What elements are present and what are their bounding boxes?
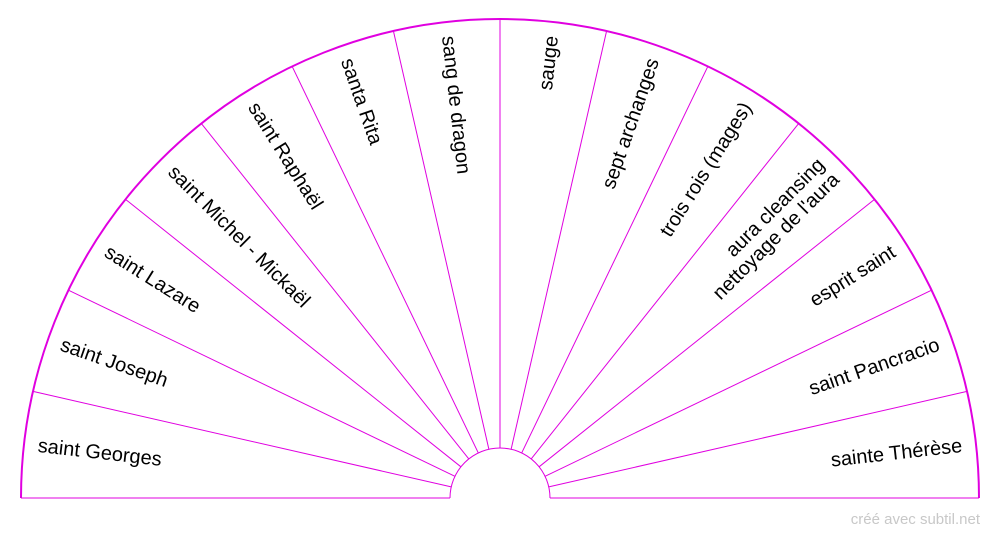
segment-label: santa Rita bbox=[336, 55, 387, 148]
segment-divider bbox=[544, 289, 932, 477]
segment: santa Rita bbox=[336, 55, 387, 148]
segment-divider bbox=[200, 123, 470, 460]
segment-divider bbox=[538, 198, 875, 468]
segment-label: saint Raphaël bbox=[243, 98, 327, 213]
segment-label: sept archanges bbox=[598, 55, 664, 191]
segment-label: trois rois (mages) bbox=[656, 98, 757, 241]
segment-divider bbox=[125, 198, 462, 468]
segment-label: sauge bbox=[535, 35, 563, 92]
chart-frame bbox=[20, 18, 980, 499]
segment-label: sang de dragon bbox=[437, 35, 474, 176]
segment: saint Lazare bbox=[100, 241, 204, 318]
segment: saint Joseph bbox=[57, 334, 170, 392]
segment-label: saint Georges bbox=[37, 435, 163, 471]
credit-text: créé avec subtil.net bbox=[850, 511, 980, 528]
segment-divider bbox=[548, 390, 968, 488]
segment: saint Georges bbox=[37, 435, 163, 471]
segment-divider bbox=[32, 390, 452, 488]
segment: saint Pancracio bbox=[806, 334, 942, 400]
inner-arc bbox=[449, 447, 551, 499]
segment-divider bbox=[291, 66, 479, 454]
segment: sauge bbox=[535, 35, 563, 92]
segment-divider bbox=[510, 30, 608, 450]
segment-divider bbox=[68, 289, 456, 477]
segment-label: sainte Thérèse bbox=[830, 435, 964, 472]
segment-label: esprit saint bbox=[806, 241, 900, 311]
segment-divider bbox=[392, 30, 490, 450]
segment: sainte Thérèse bbox=[830, 435, 964, 472]
segment: trois rois (mages) bbox=[656, 98, 757, 241]
segment-divider bbox=[521, 66, 709, 454]
segment-divider bbox=[530, 123, 800, 460]
segment: sept archanges bbox=[598, 55, 664, 191]
segment: esprit saint bbox=[806, 241, 900, 311]
segment: saint Raphaël bbox=[243, 98, 327, 213]
segment-label: saint Lazare bbox=[100, 241, 204, 318]
segment: sang de dragon bbox=[437, 35, 474, 176]
segment-label: saint Joseph bbox=[57, 334, 170, 392]
segment-label: saint Pancracio bbox=[806, 334, 942, 400]
